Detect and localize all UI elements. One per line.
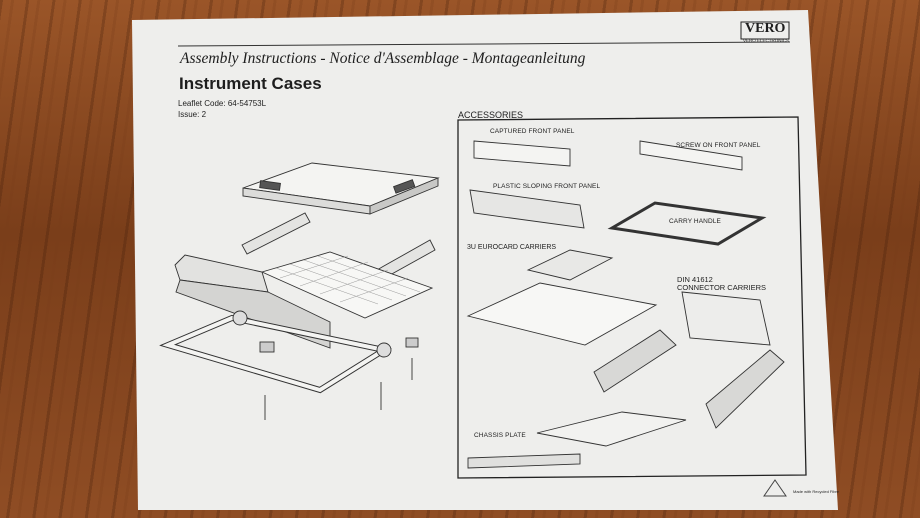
plastic-sloping-panel-drawing: [469, 189, 585, 229]
assembly-instructions-heading: Assembly Instructions - Notice d'Assembl…: [180, 50, 586, 67]
recycle-icon: [763, 479, 787, 497]
vero-logo-box: [740, 21, 790, 40]
plastic-sloping-front-panel-label: PLASTIC SLOPING FRONT PANEL: [493, 183, 601, 190]
screw-on-front-panel-drawing: [639, 140, 743, 171]
vero-logo-subtitle: VERO ELECTRONICS: [743, 38, 790, 43]
connector-carriers-label: CONNECTOR CARRIERS: [677, 283, 767, 292]
chassis-rail-drawing: [467, 453, 581, 469]
din-41612-label: DIN 41612: [677, 275, 713, 284]
eurocard-base-drawing: [466, 282, 658, 346]
accessories-frame: [457, 116, 807, 479]
accessories-heading: ACCESSORIES: [458, 110, 524, 120]
connector-carrier-left-drawing: [593, 329, 677, 393]
issue-number: Issue: 2: [178, 110, 207, 119]
chassis-plate-drawing: [536, 411, 687, 447]
carry-handle-drawing: [607, 201, 767, 246]
leaflet-code: Leaflet Code: 64-54753L: [178, 99, 267, 108]
eurocard-carriers-label: 3U EUROCARD CARRIERS: [467, 244, 557, 251]
screw-on-front-panel-label: SCREW ON FRONT PANEL: [676, 142, 761, 149]
carry-handle-label: CARRY HANDLE: [669, 218, 721, 225]
connector-carrier-right-drawing: [705, 349, 785, 429]
recycled-fibre-note: Made with Recycled Fibre: [793, 489, 840, 494]
vero-logo: VERO: [745, 21, 786, 36]
captured-front-panel-label: CAPTURED FRONT PANEL: [490, 128, 575, 135]
accessories-illustrations: [466, 140, 785, 469]
connector-grid-drawing: [681, 291, 771, 346]
captured-front-panel-drawing: [473, 140, 571, 167]
exploded-case-illustration: [159, 162, 440, 420]
document-title: Instrument Cases: [179, 74, 322, 93]
header-rule: [177, 41, 791, 47]
chassis-plate-label: CHASSIS PLATE: [474, 432, 526, 439]
